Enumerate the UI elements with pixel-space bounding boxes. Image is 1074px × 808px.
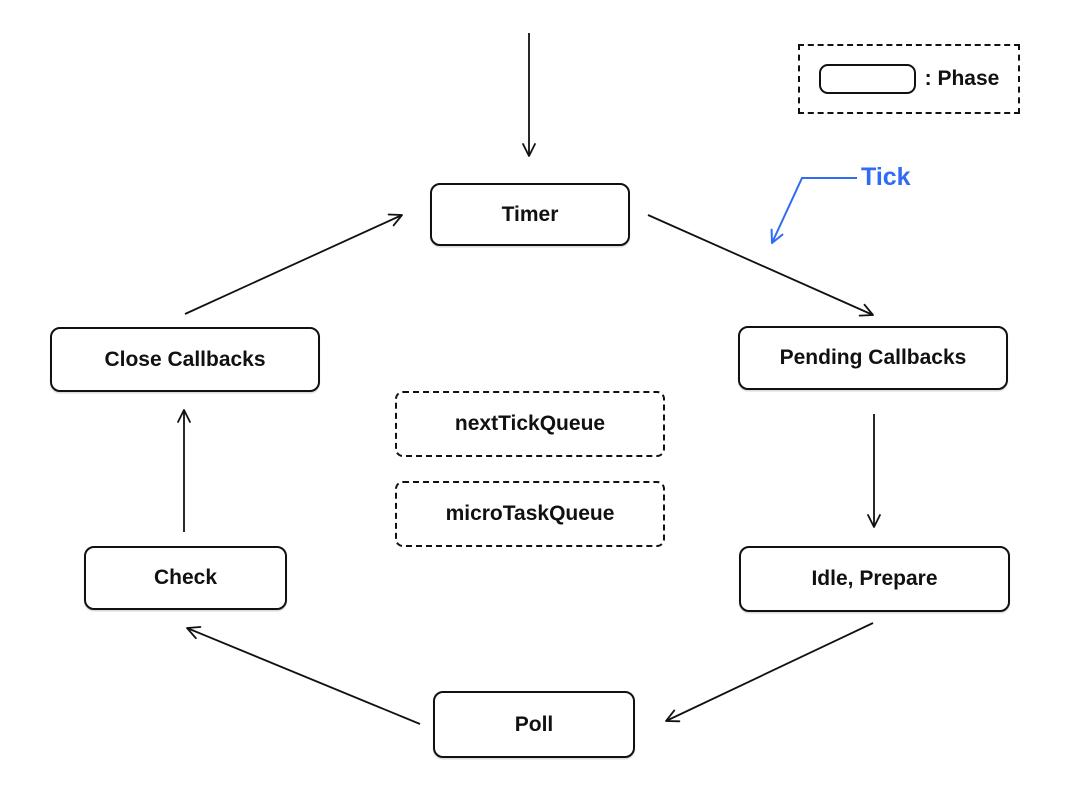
phase-box-poll: Poll xyxy=(433,691,635,758)
phase-label-check: Check xyxy=(153,566,218,589)
phase-label-close-callbacks: Close Callbacks xyxy=(104,347,266,371)
phase-label-pending-callbacks: Pending Callbacks xyxy=(779,346,967,369)
arrow-idle-prepare-to-poll xyxy=(665,622,874,723)
phase-box-close-callbacks: Close Callbacks xyxy=(50,327,320,392)
arrow-poll-to-check xyxy=(186,626,421,725)
arrow-close-callbacks-to-timer xyxy=(184,213,403,315)
queue-box-next-tick-queue: nextTickQueue xyxy=(395,391,665,457)
phase-label-idle-prepare: Idle, Prepare xyxy=(811,567,938,590)
phase-box-timer: Timer xyxy=(430,183,630,246)
queue-label-micro-task-queue: microTaskQueue xyxy=(445,502,615,525)
legend-phase-label: : Phase xyxy=(924,67,1000,90)
tick-label: Tick xyxy=(861,163,911,191)
phase-box-check: Check xyxy=(84,546,287,610)
phase-label-timer: Timer xyxy=(501,202,559,226)
phase-box-pending-callbacks: Pending Callbacks xyxy=(738,326,1008,390)
queue-box-micro-task-queue: microTaskQueue xyxy=(395,481,665,547)
phase-box-idle-prepare: Idle, Prepare xyxy=(739,546,1010,612)
arrow-timer-to-pending-callbacks xyxy=(647,214,874,317)
legend-phase-shape xyxy=(818,64,916,94)
legend-box: : Phase xyxy=(798,44,1020,114)
phase-label-poll: Poll xyxy=(514,712,554,736)
tick-callout-arrow xyxy=(770,177,857,244)
queue-label-next-tick-queue: nextTickQueue xyxy=(454,412,606,435)
